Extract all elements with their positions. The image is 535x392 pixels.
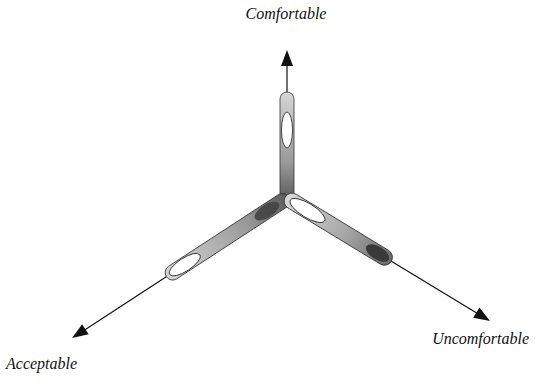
axis-label: Acceptable xyxy=(6,354,77,373)
uncomfortable-cylinder xyxy=(281,190,395,268)
comfortable-cylinder xyxy=(280,92,294,200)
axis-label: Uncomfortable xyxy=(432,329,529,348)
arrowheads xyxy=(69,50,493,343)
axis-label: Comfortable xyxy=(246,4,327,23)
axis-lines xyxy=(80,62,480,333)
acceptable-cylinder xyxy=(162,191,292,283)
